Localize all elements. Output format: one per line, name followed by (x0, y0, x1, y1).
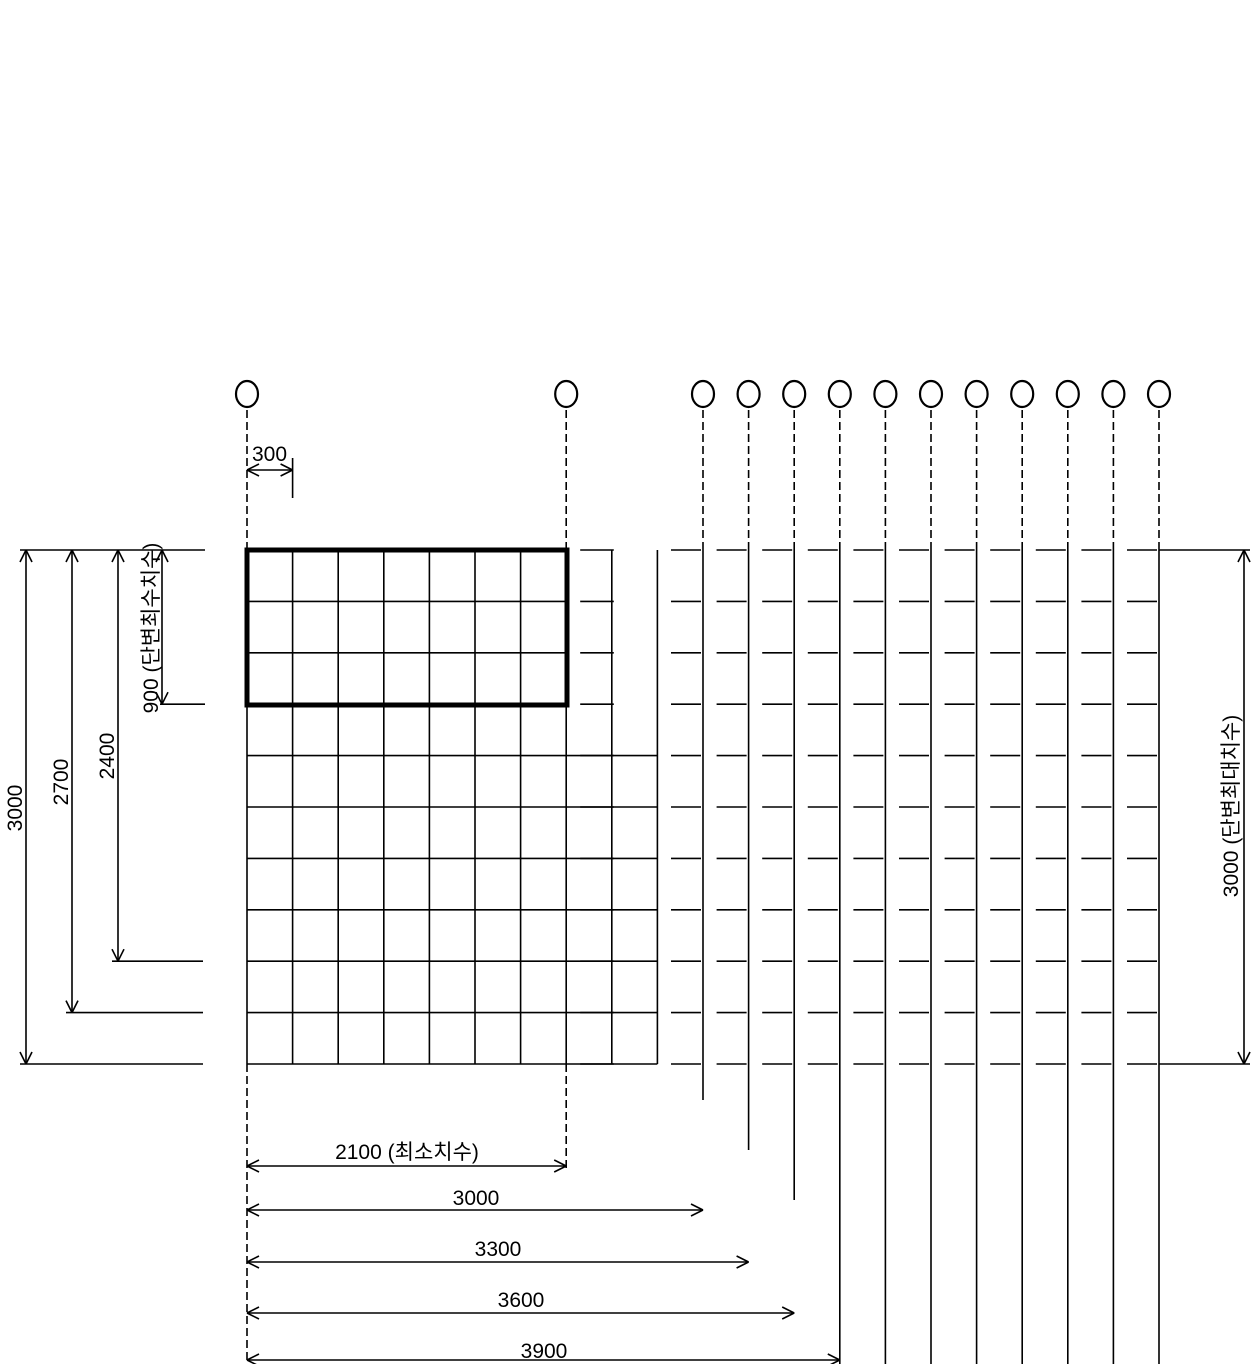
arrowhead (830, 1359, 841, 1364)
arrowhead (246, 469, 260, 477)
arrowhead (19, 549, 27, 563)
horizontal-dimension-3900: 3900 (521, 1340, 568, 1363)
arrowhead (553, 1165, 567, 1173)
arrowhead (19, 1051, 27, 1065)
vertical-dimension-3000: 3000 (4, 785, 27, 832)
arrowhead (65, 1000, 73, 1013)
grid-axis-marker (1055, 379, 1080, 409)
arrowhead (155, 549, 163, 563)
horizontal-dimension-3300: 3300 (475, 1238, 522, 1261)
arrowhead (781, 1312, 795, 1320)
grid-axis-marker (918, 379, 944, 409)
arrowhead (1237, 1051, 1245, 1065)
short-side-max-label: 3000 (단변최대치수) (1220, 715, 1243, 897)
arrowhead (246, 463, 260, 471)
arrowhead (690, 1203, 704, 1211)
arrowhead (246, 1165, 260, 1173)
grid-axis-markers (234, 379, 1172, 409)
arrowhead (690, 1209, 704, 1217)
arrowhead (736, 1255, 749, 1263)
arrowhead (246, 1312, 260, 1320)
arrowhead (161, 549, 169, 563)
arrowhead (25, 549, 33, 563)
short-side-min-label: 900 (단변최수치수) (140, 543, 163, 714)
arrowhead (736, 1261, 749, 1269)
arrowhead (553, 1159, 567, 1167)
arrowhead (1243, 549, 1251, 563)
grid-axis-marker (1146, 379, 1172, 409)
arrowhead (1243, 1051, 1251, 1065)
arrowhead (246, 1353, 260, 1361)
grid-axis-marker (1101, 379, 1126, 409)
min-size-room-outline (244, 547, 570, 708)
grid-axis-marker (234, 379, 260, 409)
arrowhead (71, 549, 79, 563)
arrowhead (246, 1306, 260, 1314)
arrowhead (827, 1353, 841, 1361)
arrowhead (280, 469, 293, 477)
arrowhead (71, 1000, 79, 1013)
arrowhead (280, 463, 293, 471)
horizontal-dimension-2100: 2100 (최소치수) (335, 1141, 479, 1164)
grid-lines (246, 410, 1160, 1364)
grid-axis-marker (827, 379, 852, 409)
arrowhead (246, 1359, 257, 1364)
grid-axis-marker (1010, 379, 1035, 409)
dimension-lines (19, 458, 1251, 1364)
grid-axis-marker (873, 379, 898, 409)
grid-axis-marker (736, 379, 761, 409)
arrowhead (155, 691, 163, 705)
arrowhead (117, 948, 125, 962)
arrowhead (111, 549, 119, 563)
grid-axis-marker (782, 379, 807, 409)
vertical-dimension-2400: 2400 (96, 733, 119, 780)
arrowhead (246, 1255, 260, 1263)
grid-axis-marker (690, 379, 716, 409)
grid-axis-marker (554, 379, 579, 409)
arrowhead (246, 1159, 260, 1167)
arrowhead (25, 1051, 33, 1065)
module-dimension-label: 300 (252, 443, 287, 466)
grid-axis-marker (964, 379, 989, 409)
arrowhead (246, 1261, 260, 1269)
arrowhead (65, 549, 73, 563)
arrowhead (1237, 549, 1245, 563)
horizontal-dimension-3000: 3000 (453, 1187, 500, 1210)
arrowhead (117, 549, 125, 563)
arrowhead (161, 691, 169, 705)
arrowhead (111, 948, 119, 962)
arrowhead (246, 1209, 260, 1217)
arrowhead (246, 1203, 260, 1211)
horizontal-dimension-3600: 3600 (498, 1289, 545, 1312)
arrowhead (781, 1306, 795, 1314)
vertical-dimension-2700: 2700 (50, 759, 73, 806)
